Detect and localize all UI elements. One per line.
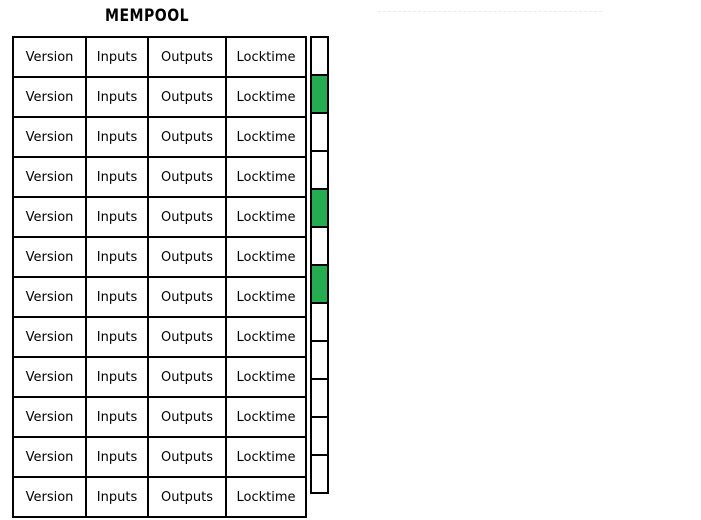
cell-locktime: Locktime bbox=[225, 436, 307, 478]
cell-locktime: Locktime bbox=[225, 156, 307, 198]
cell-outputs: Outputs bbox=[147, 156, 227, 198]
cell-outputs: Outputs bbox=[147, 396, 227, 438]
status-marker[interactable] bbox=[310, 302, 329, 342]
cell-version: Version bbox=[12, 236, 87, 278]
cell-inputs: Inputs bbox=[85, 196, 149, 238]
cell-locktime: Locktime bbox=[225, 36, 307, 78]
cell-version: Version bbox=[12, 476, 87, 518]
page-title: MEMPOOL bbox=[105, 6, 190, 26]
cell-locktime: Locktime bbox=[225, 196, 307, 238]
cell-version: Version bbox=[12, 316, 87, 358]
cell-inputs: Inputs bbox=[85, 436, 149, 478]
status-marker[interactable] bbox=[310, 226, 329, 266]
cell-outputs: Outputs bbox=[147, 116, 227, 158]
cell-outputs: Outputs bbox=[147, 76, 227, 118]
transaction-status-marker-column bbox=[310, 36, 329, 494]
cell-outputs: Outputs bbox=[147, 196, 227, 238]
cell-outputs: Outputs bbox=[147, 436, 227, 478]
cell-inputs: Inputs bbox=[85, 76, 149, 118]
cell-inputs: Inputs bbox=[85, 276, 149, 318]
cell-inputs: Inputs bbox=[85, 316, 149, 358]
cell-inputs: Inputs bbox=[85, 356, 149, 398]
cell-locktime: Locktime bbox=[225, 476, 307, 518]
cell-version: Version bbox=[12, 436, 87, 478]
cell-locktime: Locktime bbox=[225, 396, 307, 438]
status-marker[interactable] bbox=[310, 188, 329, 228]
status-marker[interactable] bbox=[310, 454, 329, 494]
cell-version: Version bbox=[12, 36, 87, 78]
cell-version: Version bbox=[12, 76, 87, 118]
cell-locktime: Locktime bbox=[225, 236, 307, 278]
status-marker[interactable] bbox=[310, 150, 329, 190]
cell-inputs: Inputs bbox=[85, 236, 149, 278]
status-marker[interactable] bbox=[310, 416, 329, 456]
cell-version: Version bbox=[12, 276, 87, 318]
cell-outputs: Outputs bbox=[147, 36, 227, 78]
cell-outputs: Outputs bbox=[147, 276, 227, 318]
cell-inputs: Inputs bbox=[85, 156, 149, 198]
cell-locktime: Locktime bbox=[225, 356, 307, 398]
cell-inputs: Inputs bbox=[85, 116, 149, 158]
status-marker[interactable] bbox=[310, 36, 329, 76]
status-marker[interactable] bbox=[310, 74, 329, 114]
cell-locktime: Locktime bbox=[225, 116, 307, 158]
cell-locktime: Locktime bbox=[225, 276, 307, 318]
status-marker[interactable] bbox=[310, 340, 329, 380]
cell-outputs: Outputs bbox=[147, 236, 227, 278]
cell-locktime: Locktime bbox=[225, 316, 307, 358]
cell-version: Version bbox=[12, 156, 87, 198]
cell-inputs: Inputs bbox=[85, 476, 149, 518]
cell-version: Version bbox=[12, 196, 87, 238]
status-marker[interactable] bbox=[310, 264, 329, 304]
cell-inputs: Inputs bbox=[85, 36, 149, 78]
cell-version: Version bbox=[12, 396, 87, 438]
status-marker[interactable] bbox=[310, 378, 329, 418]
faint-divider-rule bbox=[378, 11, 602, 12]
cell-version: Version bbox=[12, 116, 87, 158]
cell-outputs: Outputs bbox=[147, 476, 227, 518]
cell-inputs: Inputs bbox=[85, 396, 149, 438]
status-marker[interactable] bbox=[310, 112, 329, 152]
cell-locktime: Locktime bbox=[225, 76, 307, 118]
cell-outputs: Outputs bbox=[147, 356, 227, 398]
cell-outputs: Outputs bbox=[147, 316, 227, 358]
cell-version: Version bbox=[12, 356, 87, 398]
